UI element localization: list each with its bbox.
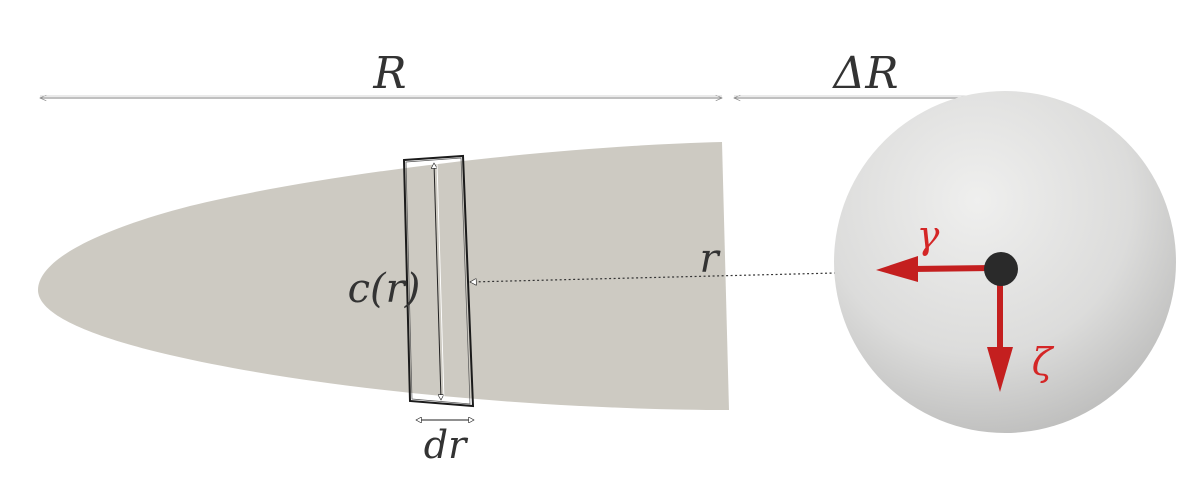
blade-shape (38, 142, 729, 410)
radius-r-line: r (470, 236, 999, 282)
label-gamma: γ (917, 213, 940, 257)
blade-element-strip (402, 154, 475, 408)
label-R: R (372, 48, 406, 99)
label-chord: c(r) (348, 266, 421, 312)
label-dr: dr (424, 423, 469, 467)
dimension-delta-R: ΔR (733, 48, 999, 102)
dimension-dr: dr (416, 420, 474, 467)
gamma-vector: γ (876, 213, 993, 282)
zeta-vector: ζ (987, 278, 1055, 392)
label-delta-R: ΔR (832, 48, 899, 99)
hub-center-point (984, 252, 1018, 286)
label-zeta: ζ (1032, 340, 1055, 384)
dimension-R: R (39, 48, 723, 102)
label-r: r (699, 236, 721, 282)
